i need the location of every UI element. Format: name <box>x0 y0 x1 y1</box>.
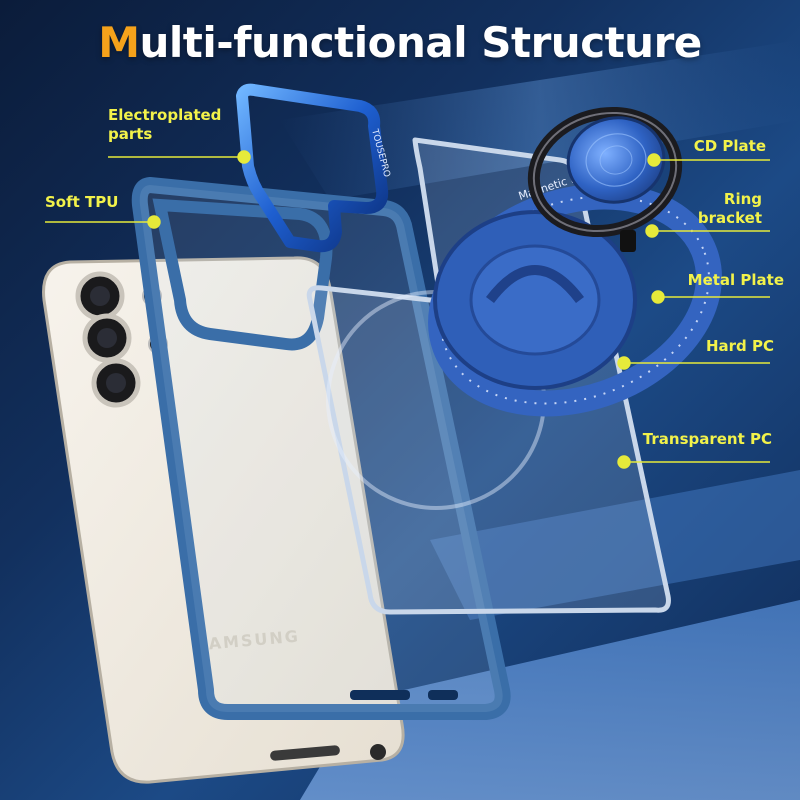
label-soft-tpu: Soft TPU <box>45 193 119 211</box>
soft-tpu-dot <box>147 215 161 229</box>
metal-plate-dot <box>651 290 665 304</box>
title-accent-letter: M <box>98 18 140 67</box>
background-light-streaks <box>280 40 800 800</box>
ring-bracket <box>527 106 683 252</box>
cd-plate <box>566 116 666 204</box>
label-metal-plate: Metal Plate <box>687 271 784 289</box>
transparent-pc-dot <box>617 455 631 469</box>
hard-pc-stand <box>433 210 637 390</box>
label-hard-pc: Hard PC <box>705 337 774 355</box>
title-rest: ulti-functional Structure <box>139 18 703 67</box>
hard-pc-dot <box>617 356 631 370</box>
page-title: Multi-functional Structure <box>0 18 800 67</box>
label-cd-plate: CD Plate <box>693 137 766 155</box>
ring-bracket-dot <box>645 224 659 238</box>
electroplated-dot <box>237 150 251 164</box>
soft-tpu-bumper <box>131 177 511 720</box>
cd-plate-dot <box>647 153 661 167</box>
callout-lines <box>45 150 770 469</box>
label-transparent-pc: Transparent PC <box>642 430 772 448</box>
